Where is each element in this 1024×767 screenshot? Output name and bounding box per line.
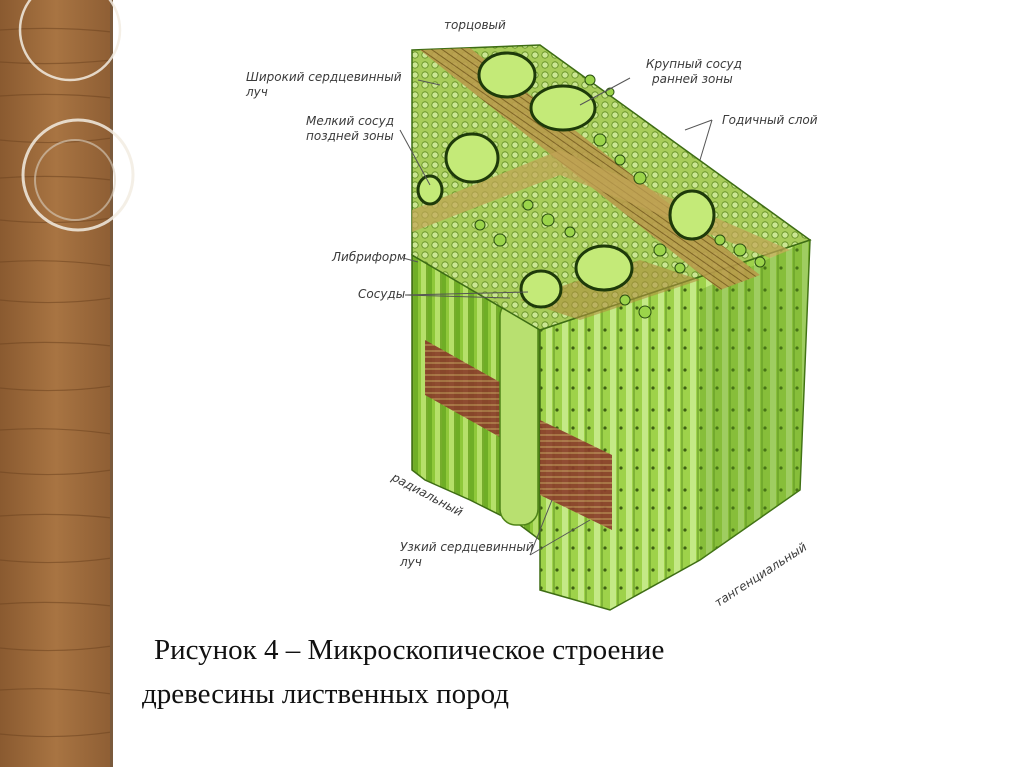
decor-ring-top [18,0,122,82]
wood-texture-strip [0,0,112,767]
label-large-vessel-line2: ранней зоны [652,72,733,86]
decor-ring-middle [21,118,135,232]
label-narrow-ray: Узкий сердцевинный луч [400,540,534,570]
label-vessels: Сосуды [358,287,405,302]
leader-lines [399,77,713,556]
label-cross-section-text: торцовый [444,18,506,32]
wood-strip-border [110,0,113,767]
label-wide-ray-line1: Широкий сердцевинный [246,70,402,84]
tangential-face-ray-band [540,420,612,530]
label-vessels-text: Сосуды [358,287,406,301]
label-small-vessel-line1: Мелкий сосуд [306,114,395,128]
label-annual-layer: Годичный слой [722,113,818,128]
label-annual-layer-text: Годичный слой [722,113,818,127]
label-narrow-ray-line2: луч [400,555,422,569]
large-vessels [416,51,716,309]
figure-caption: Рисунок 4 – Микроскопическое строение др… [142,628,665,716]
label-large-vessel-line1: Крупный сосуд [646,57,742,71]
label-narrow-ray-line1: Узкий сердцевинный [400,540,534,554]
label-large-vessel: Крупный сосуд ранней зоны [646,57,742,87]
radial-face-ray-band-1 [425,340,505,440]
annual-ring-band-top [412,150,790,258]
label-small-vessel-line2: поздней зоны [306,129,394,143]
caption-line-1: Рисунок 4 – Микроскопическое строение [154,634,665,666]
small-vessels [474,74,766,319]
label-wide-ray-line2: луч [246,85,268,99]
radial-face-vessel [499,299,539,526]
label-libriform-text: Либриформ [332,250,406,264]
decor-ring-inner [34,139,116,221]
label-wide-ray: Широкий сердцевинный луч [246,70,402,100]
caption-line-2: древесины лиственных пород [142,678,510,710]
tangential-face-shading [700,240,810,560]
label-libriform: Либриформ [332,250,406,265]
label-cross-section: торцовый [444,18,506,33]
label-small-vessel: Мелкий сосуд поздней зоны [306,114,394,144]
